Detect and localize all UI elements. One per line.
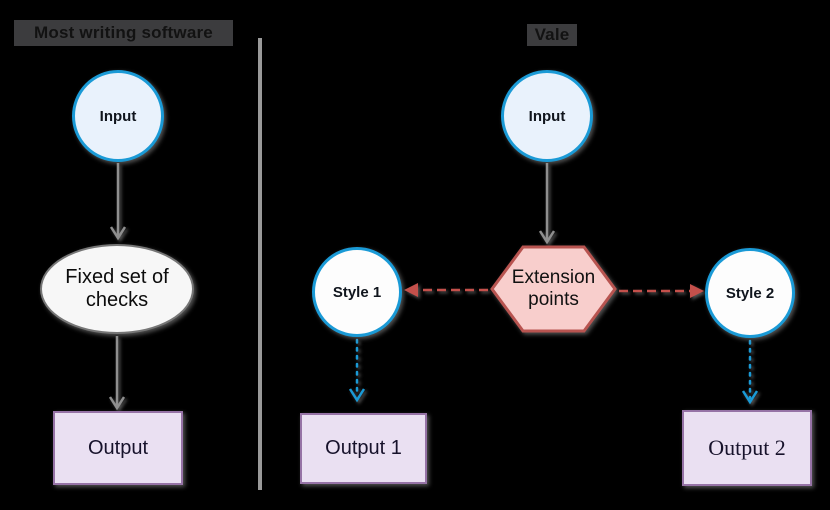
- hexagon-shape: [490, 245, 617, 333]
- node-output: Output: [53, 411, 183, 485]
- panel-divider: [258, 38, 262, 490]
- right-panel-title: Vale: [527, 24, 577, 46]
- arrow-extension-to-style1: [404, 283, 488, 297]
- left-panel-title: Most writing software: [14, 20, 233, 46]
- arrow-checks-to-output: [108, 336, 126, 411]
- node-style1-label: Style 1: [332, 283, 382, 301]
- node-input-right-label: Input: [528, 107, 566, 125]
- node-output1: Output 1: [300, 413, 427, 484]
- node-fixed-checks-label: Fixed set of checks: [65, 266, 169, 311]
- node-output2-label: Output 2: [708, 435, 786, 460]
- node-extension-points: Extension points: [490, 245, 617, 333]
- node-style2: Style 2: [705, 248, 795, 338]
- arrow-extension-to-style2: [619, 284, 704, 298]
- node-style2-label: Style 2: [725, 284, 775, 302]
- node-input-left-label: Input: [99, 107, 137, 125]
- node-output-label: Output: [87, 436, 149, 459]
- node-input-left: Input: [72, 70, 164, 162]
- node-extension-points-label: Extension points: [511, 267, 596, 310]
- arrow-input-to-checks: [109, 163, 127, 241]
- arrow-style2-to-output2: [741, 339, 759, 405]
- node-style1: Style 1: [312, 247, 402, 337]
- node-output2: Output 2: [682, 410, 812, 486]
- arrow-input-to-extension: [538, 163, 556, 245]
- node-fixed-checks: Fixed set of checks: [40, 244, 194, 334]
- arrow-style1-to-output1: [348, 338, 366, 403]
- node-output1-label: Output 1: [325, 437, 402, 459]
- node-input-right: Input: [501, 70, 593, 162]
